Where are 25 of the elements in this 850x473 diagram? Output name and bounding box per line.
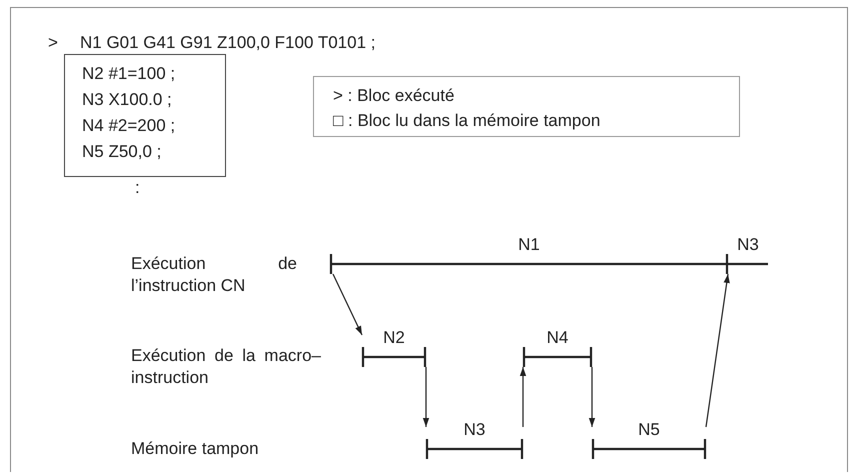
note-text: □ : Bloc lu dans la mémoire tampon <box>333 110 600 132</box>
segment-label: N2 <box>382 329 406 347</box>
code-line: N5 Z50,0 ; <box>82 141 162 163</box>
code-line: N4 #2=200 ; <box>82 115 176 137</box>
segment-label: N1 <box>517 236 541 254</box>
row-label: Exécution de l’instruction CN <box>131 253 297 297</box>
arrow <box>520 367 526 427</box>
prompt-mark: > <box>48 33 58 53</box>
arrow <box>705 274 730 428</box>
note-text: > : Bloc exécuté <box>333 85 454 107</box>
continuation-mark: : <box>135 178 140 198</box>
arrow <box>588 367 596 427</box>
code-line: N2 #1=100 ; <box>82 63 176 85</box>
program-line: N1 G01 G41 G91 Z100,0 F100 T0101 ; <box>80 33 376 53</box>
arrow <box>422 367 430 427</box>
code-block-box <box>64 54 226 177</box>
segment-label: N3 <box>462 421 486 439</box>
row-label: Exécution de la macro–instruction <box>131 345 321 389</box>
note-box <box>313 76 740 137</box>
segment-label: N3 <box>736 236 760 254</box>
code-line: N3 X100.0 ; <box>82 89 172 111</box>
arrow <box>332 274 363 336</box>
row-label: Mémoire tampon <box>131 439 259 459</box>
segment-label: N4 <box>546 329 570 347</box>
segment-label: N5 <box>637 421 661 439</box>
